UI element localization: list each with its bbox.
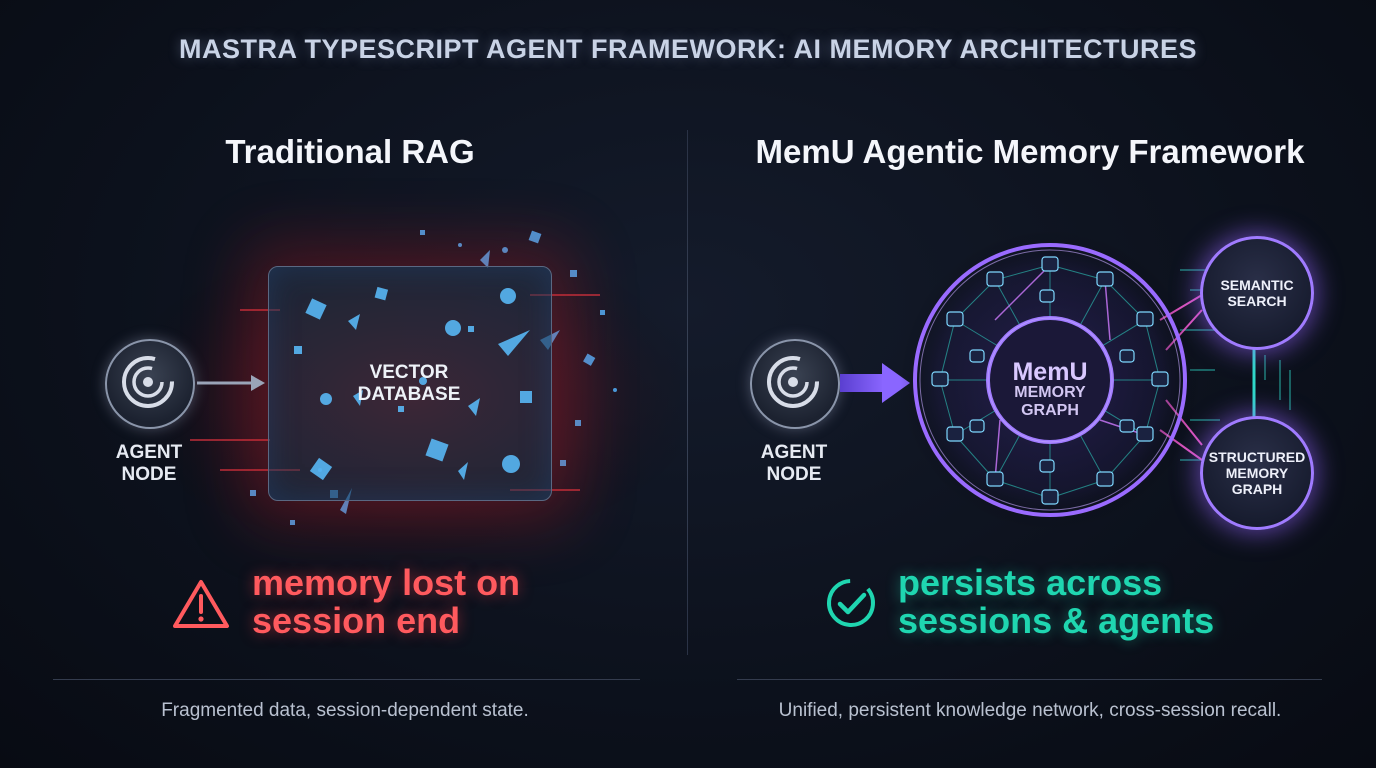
right-agent-label: AGENT NODE	[760, 442, 828, 485]
right-caption-rule	[737, 679, 1322, 680]
memu-center-subtitle: MEMORY GRAPH	[1014, 384, 1086, 419]
left-panel-heading: Traditional RAG	[225, 133, 475, 170]
check-circle-icon	[827, 579, 875, 627]
agent-rings-icon	[767, 356, 819, 408]
memu-center-title: MemU	[1012, 358, 1088, 386]
semantic-search-node: SEMANTIC SEARCH	[1200, 236, 1314, 350]
agent-rings-icon	[122, 356, 174, 408]
right-panel-heading: MemU Agentic Memory Framework	[755, 133, 1305, 170]
vector-fragments	[294, 286, 532, 481]
structured-memory-graph-node: STRUCTURED MEMORY GRAPH	[1200, 416, 1314, 530]
warning-triangle-icon	[173, 580, 229, 628]
right-status-text: persists across sessions & agents	[898, 562, 1215, 641]
left-caption: Fragmented data, session-dependent state…	[161, 700, 529, 721]
panel-divider	[687, 130, 688, 655]
right-caption: Unified, persistent knowledge network, c…	[778, 700, 1282, 721]
vector-database-label: VECTOR DATABASE	[357, 362, 461, 405]
left-agent-label: AGENT NODE	[115, 442, 183, 485]
page-title: MASTRA TYPESCRIPT AGENT FRAMEWORK: AI ME…	[179, 34, 1197, 64]
agent-to-database-arrow	[197, 375, 265, 391]
memu-memory-graph	[900, 230, 1291, 530]
left-status-text: memory lost on session end	[252, 562, 521, 641]
agent-to-graph-arrow	[840, 363, 910, 403]
left-caption-rule	[53, 679, 640, 680]
